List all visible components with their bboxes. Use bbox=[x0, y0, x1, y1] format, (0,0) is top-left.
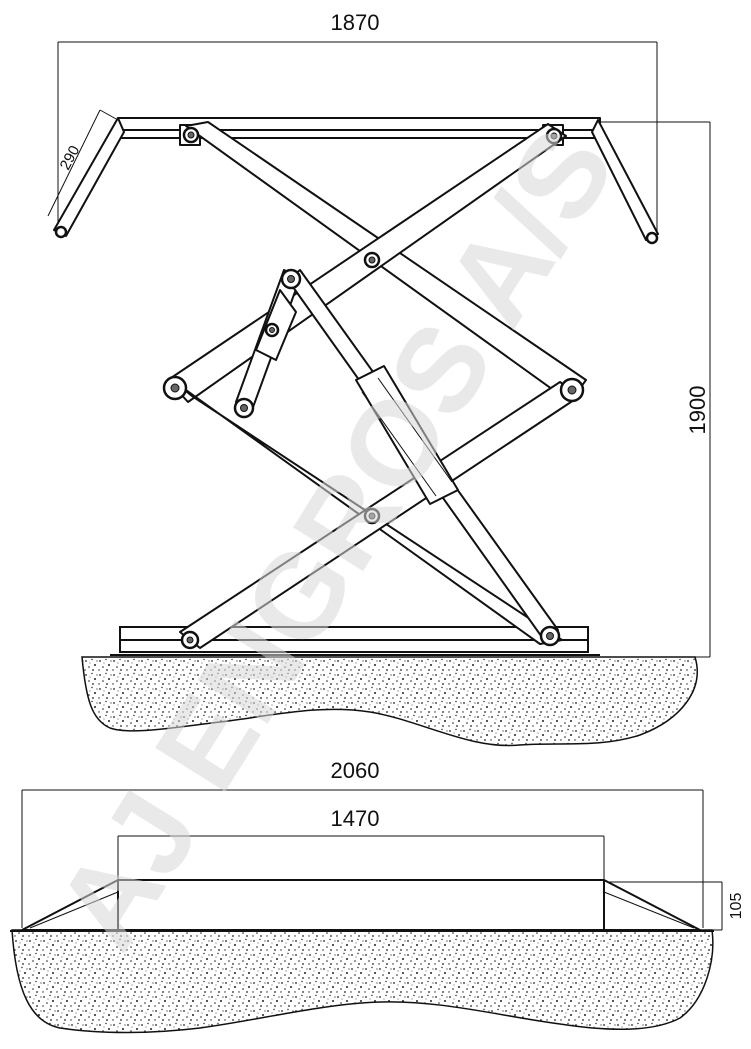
width-dim-label: 1870 bbox=[331, 10, 380, 35]
ground-section-top bbox=[81, 656, 698, 747]
overall-dimension: 2060 bbox=[21, 758, 704, 928]
ramp-left bbox=[53, 117, 125, 239]
bottom-view: 2060 1470 105 bbox=[10, 758, 745, 1034]
collapsed-lift bbox=[10, 879, 714, 932]
pivot-points bbox=[162, 126, 585, 650]
low-height-dim-label: 105 bbox=[728, 893, 745, 920]
watermark: AJ ENGROS A/S bbox=[30, 106, 640, 971]
platform-dim-label: 1470 bbox=[331, 806, 380, 831]
overall-dim-label: 2060 bbox=[331, 758, 380, 783]
ramp-dim-label: 290 bbox=[57, 143, 84, 173]
side-view: 1870 1900 290 bbox=[47, 10, 711, 747]
ramp-right bbox=[591, 119, 659, 245]
width-dimension: 1870 bbox=[57, 10, 658, 232]
platform-dimension: 1470 bbox=[117, 806, 605, 880]
ground-section-bottom bbox=[11, 929, 714, 1034]
height-dim-label: 1900 bbox=[685, 386, 710, 435]
